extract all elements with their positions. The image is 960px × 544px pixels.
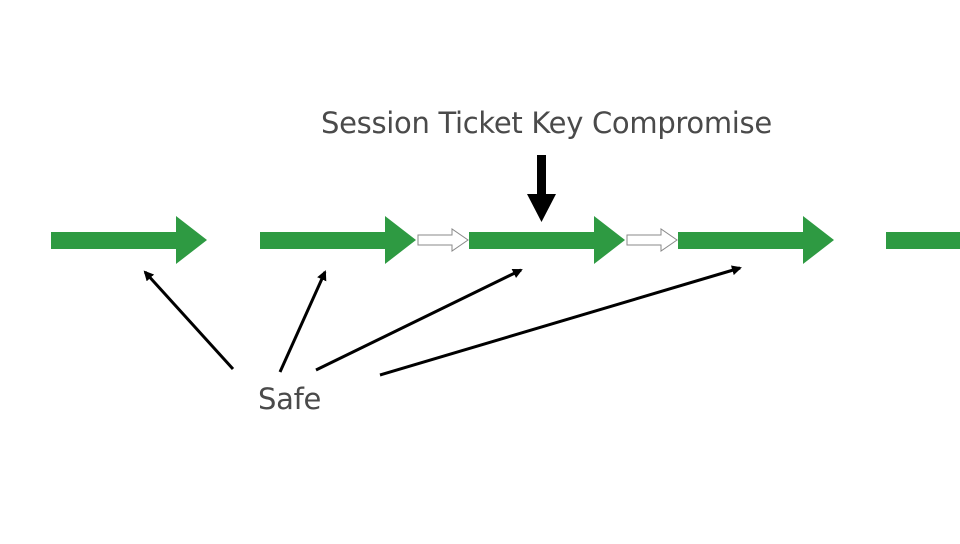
down-arrow-icon [527, 155, 556, 222]
connector-arrow-1 [417, 228, 469, 252]
safe-label: Safe [258, 382, 322, 416]
diagonal-arrow-icon [315, 268, 523, 372]
session-arrow-1 [51, 216, 207, 264]
session-arrow-2 [260, 216, 416, 264]
session-arrow-4 [678, 216, 834, 264]
diagonal-arrow-icon [278, 270, 327, 373]
session-arrow-3 [469, 216, 625, 264]
diagonal-arrow-icon [143, 270, 235, 371]
diagonal-arrow-icon [379, 265, 742, 377]
session-arrow-5-partial [886, 232, 960, 249]
connector-arrow-2 [626, 228, 678, 252]
compromise-label: Session Ticket Key Compromise [321, 106, 772, 140]
